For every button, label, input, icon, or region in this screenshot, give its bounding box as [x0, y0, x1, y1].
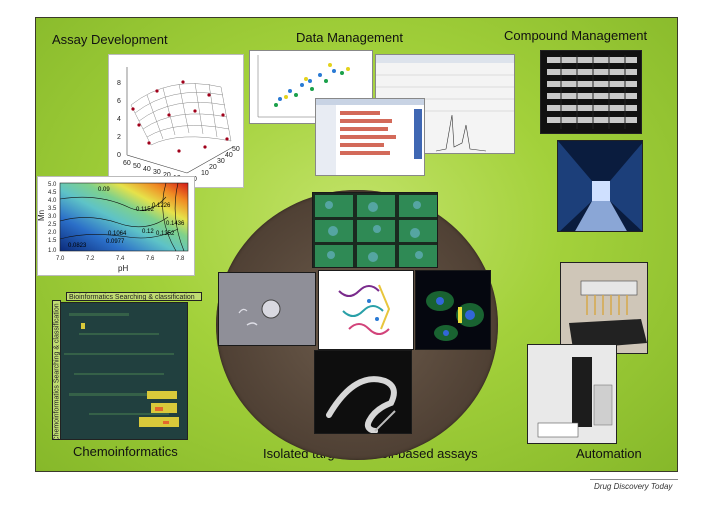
heatmap-side-label: Chemoinformatics Searching & classificat…	[53, 303, 61, 440]
surface-x-tick: 50	[133, 163, 141, 170]
surface-y-tick: 30	[217, 158, 225, 165]
label-compound-management: Compound Management	[504, 28, 648, 43]
storage-aisle-graphic	[558, 141, 642, 231]
grid-graphic	[316, 99, 424, 175]
heatmap-graphic	[59, 303, 187, 439]
surface-z-tick: 0	[117, 152, 121, 159]
protein-structure	[318, 270, 414, 350]
microscopy-image	[218, 272, 316, 346]
automation-pipetting	[560, 262, 648, 354]
surface-x-tick: 40	[143, 166, 151, 173]
compound-storage-aisle	[557, 140, 643, 232]
cell-grid-graphic	[315, 195, 437, 267]
heatmap	[58, 302, 188, 440]
contour-y-tick: 1.0	[48, 248, 57, 254]
compound-racks-graphic	[547, 55, 637, 129]
contour-label: 0.1352	[156, 231, 175, 237]
compound-storage-racks	[540, 50, 642, 134]
contour-y-tick: 4.5	[48, 190, 57, 196]
surface-z-tick: 8	[117, 80, 121, 87]
surface-z-tick: 6	[117, 98, 121, 105]
heatmap-top-label: Bioinformatics Searching & classificatio…	[66, 292, 202, 301]
surface-x-tick: 20	[163, 172, 171, 179]
contour-y-tick: 2.5	[48, 222, 57, 228]
contour-label: 0.1436	[166, 221, 185, 227]
surface-z-tick: 4	[117, 116, 121, 123]
contour-label: 0.12	[142, 229, 154, 235]
surface-x-tick: 30	[153, 169, 161, 176]
contour-x-tick: 7.0	[56, 256, 65, 262]
contour-plot: 0.09 0.1152 0.1226 0.1064 0.0977 0.12 0.…	[37, 176, 195, 276]
contour-label: 0.1152	[136, 207, 155, 213]
microscopy-graphic	[219, 273, 315, 345]
surface-y-tick: 0	[193, 176, 197, 183]
pipetting-graphic	[561, 263, 647, 353]
contour-label: 0.1064	[108, 231, 127, 237]
sem-parasite-image	[314, 350, 412, 434]
surface-plot-graphic: 0 2 4 6 8 60 50 40 30 20 10 0 0 10 20 30…	[117, 67, 240, 185]
surface-y-tick: 40	[225, 152, 233, 159]
footer-rule	[590, 479, 678, 480]
contour-y-tick: 5.0	[48, 182, 57, 188]
contour-label: 0.1226	[152, 203, 171, 209]
contour-y-tick: 2.0	[48, 230, 57, 236]
contour-label: 0.0977	[106, 239, 125, 245]
surface-plot: 0 2 4 6 8 60 50 40 30 20 10 0 0 10 20 30…	[108, 54, 244, 188]
label-chemoinformatics: Chemoinformatics	[73, 444, 178, 459]
heatmap-side-box: Chemoinformatics Searching & classificat…	[52, 300, 61, 440]
sem-parasite-graphic	[326, 376, 397, 433]
surface-y-tick: 50	[232, 146, 240, 153]
contour-x-tick: 7.2	[86, 256, 95, 262]
contour-y-tick: 4.0	[48, 198, 57, 204]
journal-name: Drug Discovery Today	[594, 482, 673, 491]
contour-y-tick: 3.5	[48, 206, 57, 212]
contour-x-tick: 7.6	[146, 256, 155, 262]
contour-x-tick: 7.8	[176, 256, 185, 262]
contour-label: 0.09	[98, 187, 110, 193]
robot-graphic	[528, 345, 616, 443]
label-data-management: Data Management	[296, 30, 403, 45]
surface-z-tick: 2	[117, 134, 121, 141]
contour-y-tick: 3.0	[48, 214, 57, 220]
fluorescence-image	[415, 270, 491, 350]
contour-y-tick: 1.5	[48, 238, 57, 244]
protein-structure-graphic	[338, 284, 391, 335]
surface-y-tick: 20	[209, 164, 217, 171]
surface-y-tick: 10	[201, 170, 209, 177]
label-assay-development: Assay Development	[52, 32, 168, 47]
grid-screenshot	[315, 98, 425, 176]
contour-plot-graphic: 0.09 0.1152 0.1226 0.1064 0.0977 0.12 0.…	[38, 182, 189, 273]
fluorescence-graphic	[426, 291, 484, 341]
contour-x-tick: 7.4	[116, 256, 125, 262]
cell-image-grid	[312, 192, 438, 268]
surface-x-tick: 60	[123, 160, 131, 167]
contour-label: 0.0823	[68, 243, 87, 249]
contour-y-label: Mn	[38, 210, 46, 221]
label-automation: Automation	[576, 446, 642, 461]
contour-x-label: pH	[118, 264, 128, 273]
automation-robot	[527, 344, 617, 444]
